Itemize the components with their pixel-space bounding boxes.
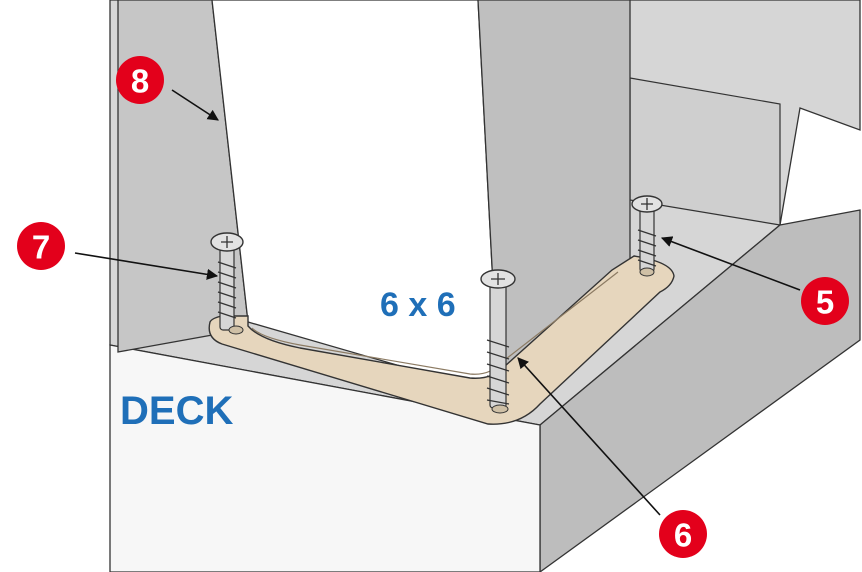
- screw-left: [210, 232, 244, 335]
- deck-label: DECK: [120, 389, 233, 433]
- callout-5-label: 5: [816, 284, 834, 321]
- callout-5: 5: [801, 277, 849, 325]
- post-size-label: 6 x 6: [380, 286, 456, 324]
- callout-8-label: 8: [131, 63, 149, 100]
- callout-8: 8: [116, 56, 164, 104]
- leader-line-7: [74, 252, 219, 280]
- callout-7-label: 7: [32, 229, 50, 266]
- leader-line-6: [517, 357, 661, 516]
- screw-middle: [480, 269, 516, 414]
- leader-line-8: [171, 89, 219, 121]
- callout-7: 7: [17, 222, 65, 270]
- deck-right-face: [539, 209, 861, 572]
- leader-line-5: [660, 236, 801, 291]
- deck-front-face: [109, 344, 541, 572]
- callout-6-label: 6: [674, 517, 692, 554]
- callout-6: 6: [659, 510, 707, 558]
- screw-right: [631, 195, 663, 277]
